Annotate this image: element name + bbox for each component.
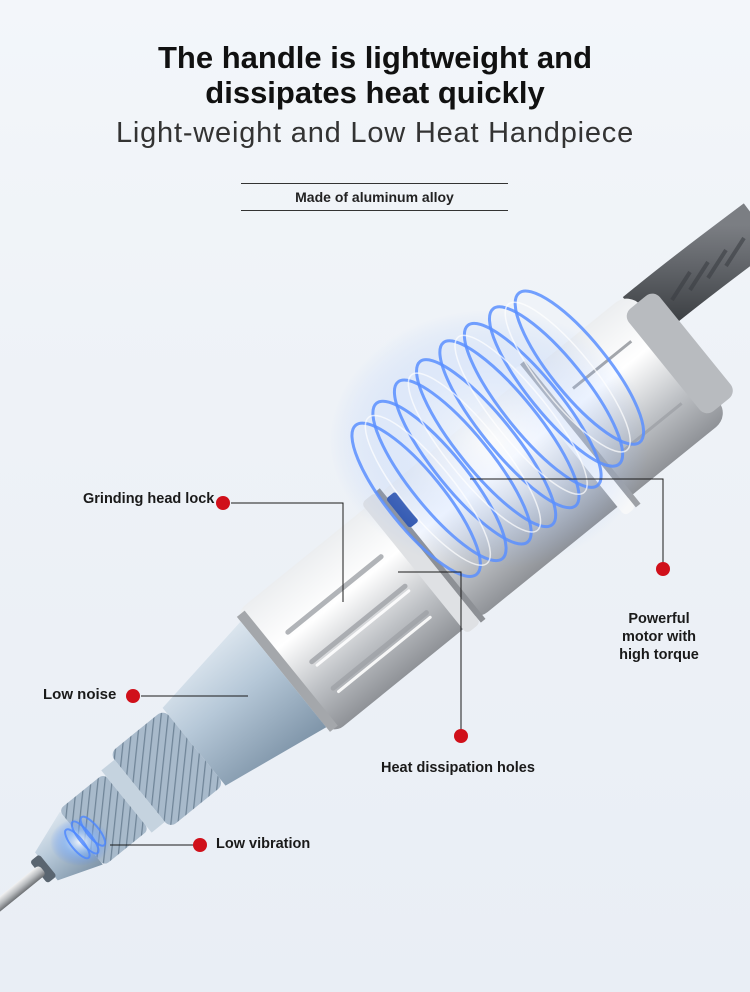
- callout-lines: [110, 478, 664, 846]
- label-powerful-motor-line2: motor with: [621, 629, 697, 645]
- label-low-vibration: Low vibration: [216, 836, 311, 852]
- label-low-noise: Low noise: [43, 686, 117, 703]
- label-powerful-motor: Powerful motor with high torque: [603, 610, 715, 664]
- subtitle: Light-weight and Low Heat Handpiece: [115, 117, 635, 149]
- drill-bit: [0, 866, 45, 941]
- tip-glow: [50, 815, 110, 866]
- blue-nose-section: [31, 621, 327, 883]
- headline-line-1: The handle is lightweight and: [157, 40, 592, 75]
- label-powerful-motor-line3: high torque: [619, 647, 699, 663]
- marker-low-noise: [126, 689, 140, 703]
- material-caption: Made of aluminum alloy: [241, 183, 508, 211]
- marker-powerful-motor: [656, 562, 670, 576]
- marker-grinding-head-lock: [216, 496, 230, 510]
- material-caption-text: Made of aluminum alloy: [295, 189, 454, 205]
- label-grinding-head-lock: Grinding head lock: [83, 491, 215, 507]
- heat-glow-spiral: [330, 289, 650, 578]
- marker-low-vibration: [193, 838, 207, 852]
- feature-markers: [126, 496, 670, 852]
- headline: The handle is lightweight and dissipates…: [0, 40, 750, 110]
- label-heat-dissipation-holes: Heat dissipation holes: [381, 760, 535, 776]
- headline-line-2: dissipates heat quickly: [205, 75, 545, 110]
- label-powerful-motor-line1: Powerful: [628, 611, 690, 627]
- marker-heat-dissipation: [454, 729, 468, 743]
